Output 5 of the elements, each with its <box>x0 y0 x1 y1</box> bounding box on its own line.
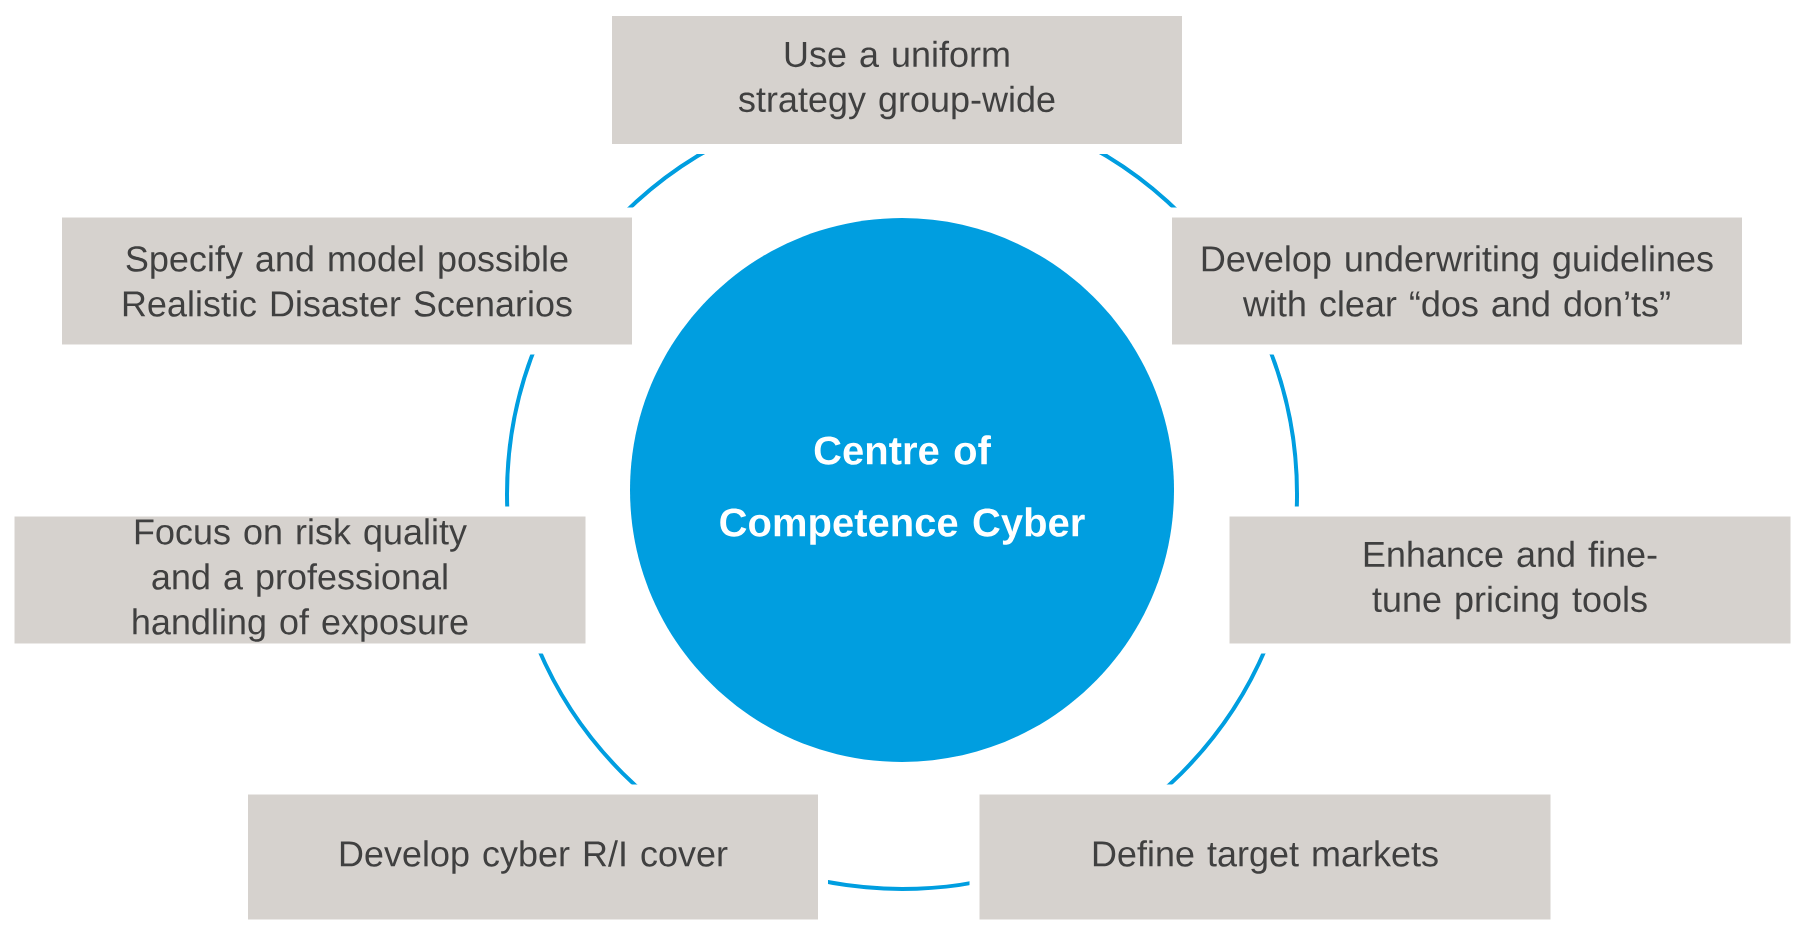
text-box: Focus on risk quality and a professional handling of exposure <box>4 506 596 654</box>
text-box: Develop cyber R/I cover <box>238 784 828 925</box>
text-box: Enhance and fine-tune pricing tools <box>1219 506 1795 654</box>
text-box: Define target markets <box>969 784 1561 925</box>
text-box: Use a uniform strategy group-wide <box>602 6 1192 154</box>
